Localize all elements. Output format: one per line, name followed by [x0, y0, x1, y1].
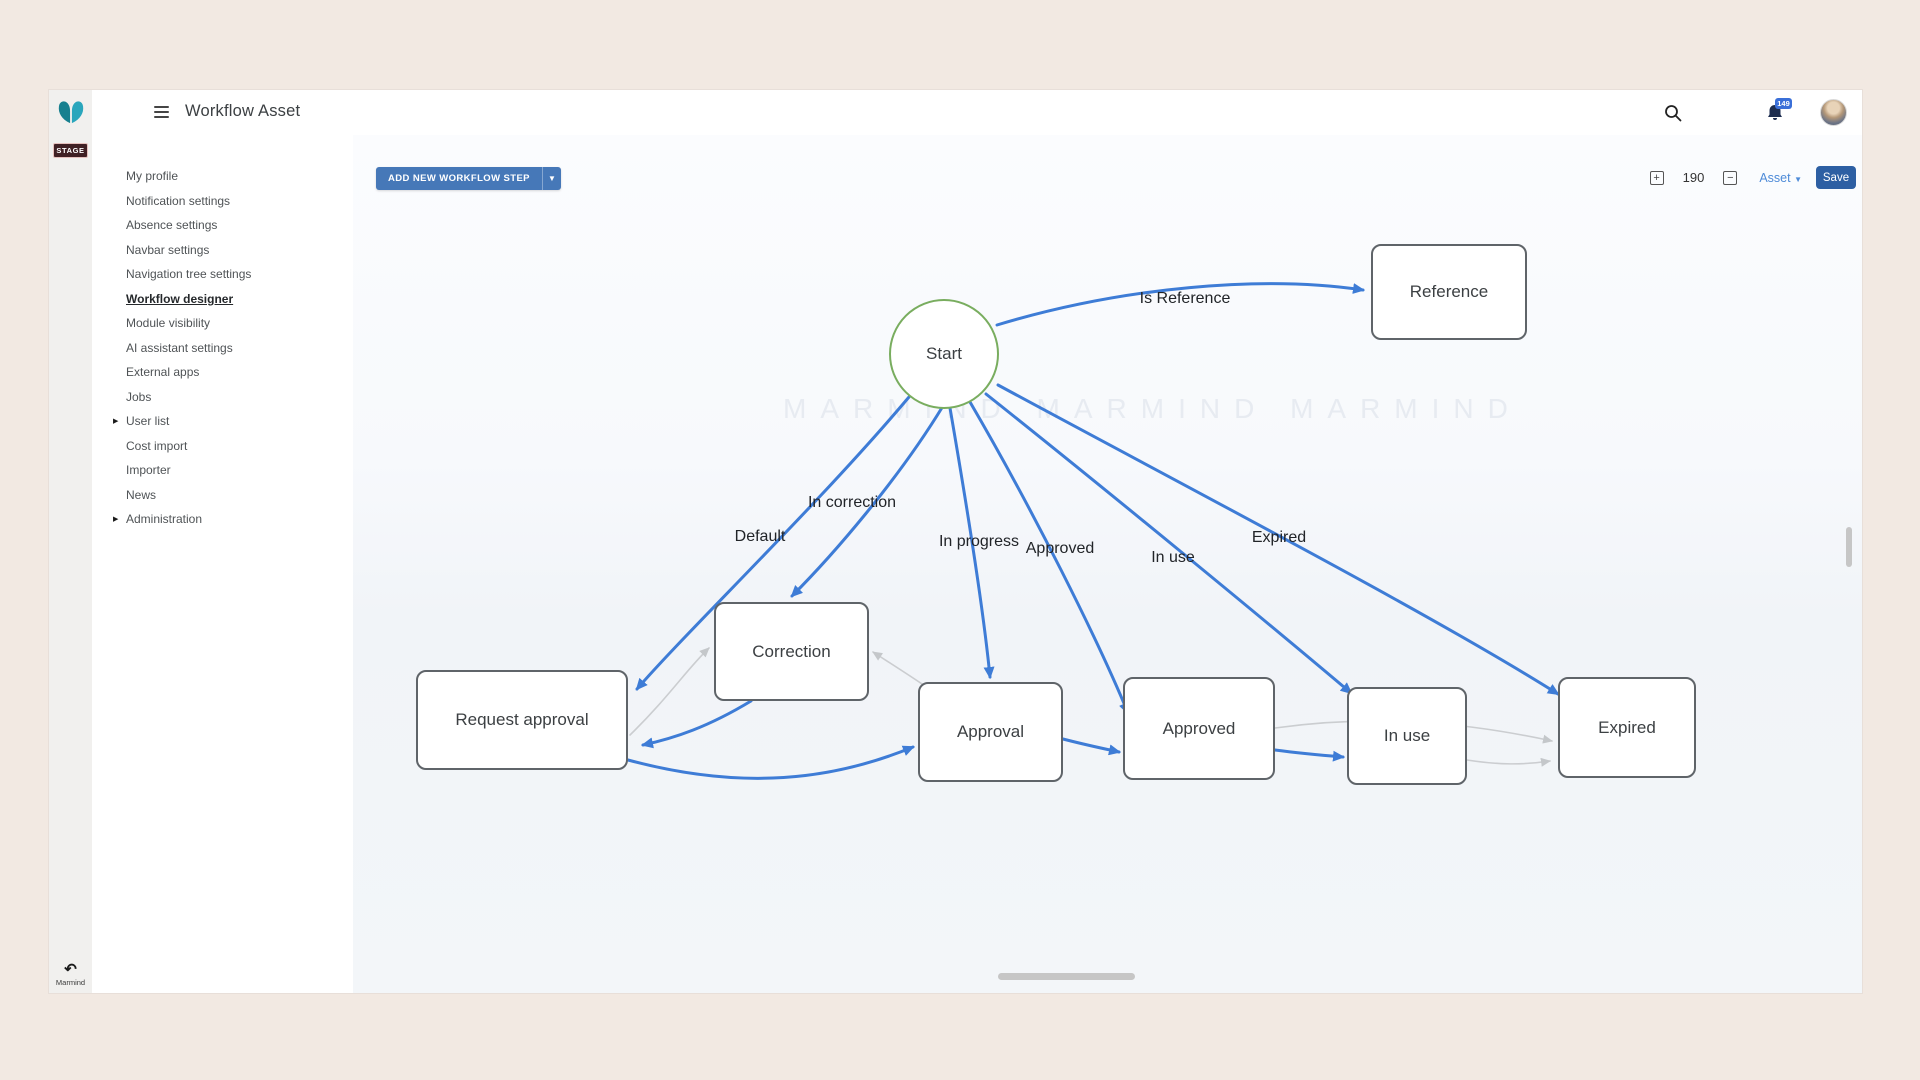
workflow-node-request-approval[interactable]: Request approval [416, 670, 628, 770]
undo-arrow-icon[interactable]: ↶ [64, 961, 77, 978]
sidebar-item-label: Navigation tree settings [126, 267, 252, 282]
node-label: Start [926, 344, 962, 363]
sidebar-item-label: My profile [126, 169, 179, 184]
edge-start-to-correction[interactable] [790, 404, 945, 598]
sidebar-item-absence-settings[interactable]: Absence settings [92, 213, 353, 238]
hamburger-menu-icon[interactable] [154, 106, 169, 118]
edge-start-to-expired[interactable] [996, 383, 1560, 696]
edge-approval-to-approved[interactable] [1061, 737, 1121, 756]
edge-label-in-use[interactable]: In use [1151, 549, 1195, 566]
edge-label-in-correction[interactable]: In correction [807, 494, 897, 511]
sidebar-item-label: Administration [126, 512, 203, 527]
sidebar-item-label: Absence settings [126, 218, 218, 233]
zoom-level-value: 190 [1682, 170, 1705, 185]
node-label: In use [1383, 726, 1431, 745]
workflow-node-expired[interactable]: Expired [1558, 677, 1696, 778]
edge-approval-to-correction[interactable] [872, 651, 926, 687]
sidebar-item-label: User list [126, 414, 170, 429]
sidebar-item-administration[interactable]: ▶ Administration [92, 507, 353, 532]
app-window: STAGE ↶ Marmind Workflow Asset 149 [49, 90, 1862, 993]
edge-start-to-reference[interactable] [995, 282, 1365, 327]
sidebar-item-label: Notification settings [126, 193, 231, 208]
sidebar-item-label: Jobs [126, 389, 152, 404]
sidebar-item-user-list[interactable]: ▶ User list [92, 409, 353, 434]
node-label: Reference [1409, 282, 1489, 301]
sidebar-item-importer[interactable]: Importer [92, 458, 353, 483]
edge-label-is-reference[interactable]: Is Reference [1139, 290, 1231, 307]
sidebar-item-jobs[interactable]: Jobs [92, 385, 353, 410]
sidebar-item-label: External apps [126, 365, 200, 380]
search-icon[interactable] [1663, 103, 1683, 123]
edge-request-approval-to-correction[interactable] [629, 647, 710, 736]
workflow-node-in-use[interactable]: In use [1347, 687, 1467, 785]
watermark: MARMIND MARMIND MARMIND [783, 393, 1522, 424]
sidebar-item-navigation-tree-settings[interactable]: Navigation tree settings [92, 262, 353, 287]
add-step-dropdown-caret-icon[interactable]: ▼ [541, 167, 561, 190]
edge-in-use-to-expired[interactable] [1466, 757, 1551, 767]
edge-start-to-approval[interactable] [948, 406, 995, 679]
node-label: Correction [752, 641, 831, 661]
edge-label-in-progress[interactable]: In progress [938, 533, 1020, 550]
node-label: Approved [1162, 718, 1236, 738]
sidebar-item-label: Workflow designer [126, 291, 234, 306]
sidebar-item-label: Importer [126, 463, 171, 478]
brand-logo-icon[interactable] [56, 99, 86, 125]
zoom-in-button[interactable]: + [1649, 170, 1664, 185]
workflow-node-reference[interactable]: Reference [1371, 244, 1527, 340]
entity-type-dropdown[interactable]: Asset ▼ [1759, 170, 1802, 185]
environment-badge: STAGE [53, 143, 88, 158]
edge-label-expired[interactable]: Expired [1251, 529, 1307, 546]
sidebar-item-navbar-settings[interactable]: Navbar settings [92, 238, 353, 263]
workflow-node-approval[interactable]: Approval [918, 682, 1063, 782]
sidebar-item-cost-import[interactable]: Cost import [92, 434, 353, 459]
edge-label-approved[interactable]: Approved [1025, 540, 1095, 557]
add-workflow-step-label: ADD NEW WORKFLOW STEP [388, 173, 530, 184]
node-label: Expired [1598, 717, 1656, 737]
sidebar-item-label: News [126, 487, 157, 502]
sidebar-item-label: Navbar settings [126, 242, 210, 257]
notification-count-badge: 149 [1775, 97, 1792, 109]
sidebar-item-ai-assistant-settings[interactable]: AI assistant settings [92, 336, 353, 361]
sidebar-item-news[interactable]: News [92, 483, 353, 508]
expand-arrow-icon: ▶ [113, 516, 119, 524]
edge-label-default[interactable]: Default [734, 528, 786, 545]
sidebar-item-workflow-designer[interactable]: Workflow designer [92, 287, 353, 312]
sidebar-item-external-apps[interactable]: External apps [92, 360, 353, 385]
sidebar-item-notification-settings[interactable]: Notification settings [92, 189, 353, 214]
add-workflow-step-button[interactable]: ADD NEW WORKFLOW STEP ▼ [376, 167, 561, 190]
notifications-button[interactable]: 149 [1765, 97, 1792, 123]
edge-start-to-approved[interactable] [968, 400, 1130, 715]
sidebar-item-label: Cost import [126, 438, 188, 453]
workflow-node-approved[interactable]: Approved [1123, 677, 1275, 780]
header: Workflow Asset 149 [92, 90, 1862, 135]
edge-approved-to-in-use[interactable] [1273, 748, 1345, 762]
user-avatar[interactable] [1820, 99, 1847, 126]
brand-label: Marmind [55, 978, 86, 987]
horizontal-scrollbar[interactable] [998, 973, 1135, 980]
sidebar-item-label: AI assistant settings [126, 340, 233, 355]
vertical-scrollbar[interactable] [1846, 527, 1852, 567]
page-title: Workflow Asset [185, 102, 301, 120]
chevron-down-icon: ▼ [1794, 174, 1802, 184]
expand-arrow-icon: ▶ [113, 418, 119, 426]
workflow-node-start[interactable]: Start [889, 299, 999, 409]
node-label: Request approval [455, 710, 589, 729]
sidebar-item-module-visibility[interactable]: Module visibility [92, 311, 353, 336]
zoom-out-button[interactable]: − [1723, 170, 1738, 185]
sidebar-item-label: Module visibility [126, 316, 211, 331]
edge-start-to-in-use[interactable] [984, 392, 1353, 695]
workflow-node-correction[interactable]: Correction [714, 602, 869, 701]
diagram-edges [626, 282, 1560, 780]
edge-request-approval-to-approval[interactable] [626, 745, 915, 780]
edge-correction-to-request-approval[interactable] [641, 699, 753, 749]
edge-start-to-request-approval[interactable] [635, 395, 911, 691]
save-button[interactable]: Save [1816, 166, 1856, 189]
workflow-canvas[interactable]: MARMIND MARMIND MARMIND ADD NEW WORKFLOW… [353, 135, 1862, 993]
sidebar-item-my-profile[interactable]: My profile [92, 164, 353, 189]
node-label: Approval [956, 722, 1025, 741]
left-rail: STAGE ↶ Marmind [49, 90, 92, 993]
